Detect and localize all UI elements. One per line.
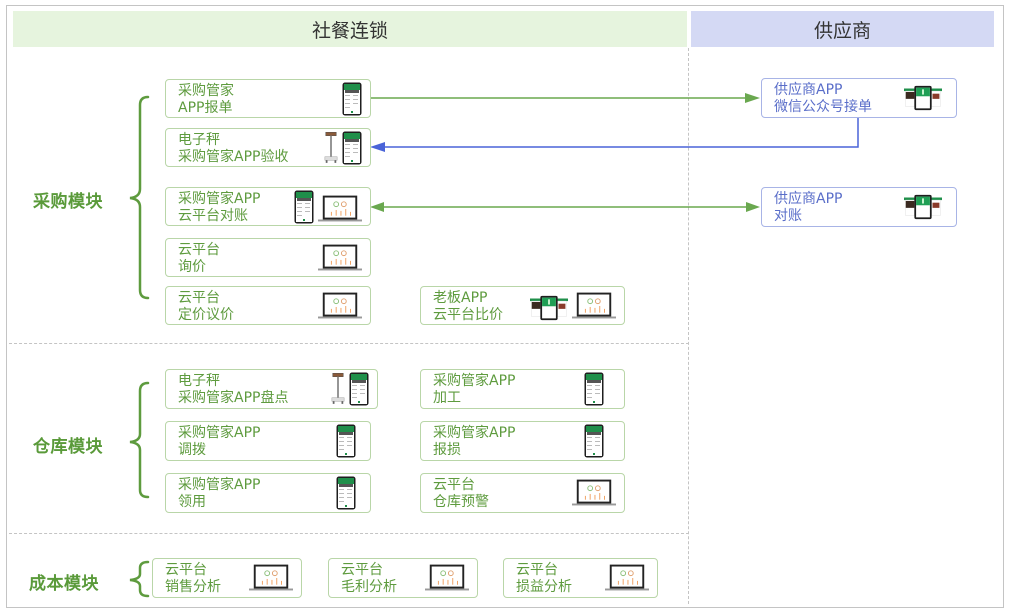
laptop-icon [318, 243, 362, 273]
laptop-icon [605, 563, 649, 593]
section-divider-1 [9, 343, 689, 344]
node-line2: 采购管家APP验收 [178, 149, 289, 165]
header-supplier: 供应商 [691, 11, 994, 47]
module-label-purchase: 采购模块 [33, 192, 103, 212]
scale-icon [331, 372, 345, 406]
node-line1: 云平台 [341, 562, 383, 578]
header-restaurant-chain: 社餐连锁 [13, 11, 687, 47]
module-label-cost: 成本模块 [29, 574, 99, 594]
laptop-icon [425, 563, 469, 593]
node-line1: 采购管家APP [178, 425, 261, 441]
node-line2: 毛利分析 [341, 579, 397, 595]
node-line1: 采购管家 [178, 83, 234, 99]
node-line2: 调拨 [178, 442, 206, 458]
phone-icon [349, 372, 369, 406]
node-cloud-margin-analysis[interactable]: 云平台毛利分析 [328, 558, 478, 598]
node-line1: 云平台 [433, 477, 475, 493]
phone-icon [294, 190, 314, 224]
node-line1: 云平台 [165, 562, 207, 578]
node-line2: 云平台比价 [433, 307, 503, 323]
node-line2: 云平台对账 [178, 208, 248, 224]
node-line2: 损益分析 [516, 579, 572, 595]
node-line1: 采购管家APP [433, 373, 516, 389]
node-line2: 采购管家APP盘点 [178, 390, 289, 406]
node-line2: 领用 [178, 494, 206, 510]
phone-icon [336, 424, 356, 458]
node-scale-inspection[interactable]: 电子秤采购管家APP验收 [165, 128, 371, 167]
node-line1: 供应商APP [774, 82, 843, 98]
phone-icon [342, 131, 362, 165]
node-cloud-stock-alert[interactable]: 云平台仓库预警 [420, 473, 625, 513]
laptop-icon [572, 291, 616, 321]
node-line1: 电子秤 [178, 373, 220, 389]
node-line2: 加工 [433, 390, 461, 406]
node-cloud-pnl-analysis[interactable]: 云平台损益分析 [503, 558, 658, 598]
phone-icon [584, 372, 604, 406]
node-line1: 采购管家APP [433, 425, 516, 441]
arrow-order-to-supplier [370, 93, 760, 103]
node-line2: 仓库预警 [433, 494, 489, 510]
phone-icon [584, 424, 604, 458]
scale-icon [324, 131, 338, 165]
brace-warehouse [129, 381, 150, 499]
laptop-icon [318, 194, 362, 224]
node-scale-stocktake[interactable]: 电子秤采购管家APP盘点 [165, 369, 378, 409]
phone-icon [336, 476, 356, 510]
phone-icon [342, 82, 362, 116]
app-phone-icon [904, 194, 942, 220]
node-line1: 云平台 [178, 242, 220, 258]
laptop-icon [249, 563, 293, 593]
node-cloud-inquiry[interactable]: 云平台询价 [165, 238, 371, 277]
node-line2: 定价议价 [178, 307, 234, 323]
brace-purchase [129, 95, 150, 300]
node-line1: 老板APP [433, 290, 488, 306]
node-cloud-sales-analysis[interactable]: 云平台销售分析 [152, 558, 302, 598]
node-cloud-pricing[interactable]: 云平台定价议价 [165, 286, 371, 325]
node-line2: 销售分析 [165, 579, 221, 595]
brace-cost [129, 560, 150, 598]
node-line1: 云平台 [178, 290, 220, 306]
node-line2: 对账 [774, 208, 802, 224]
module-label-warehouse: 仓库模块 [33, 437, 103, 457]
app-phone-icon [904, 85, 942, 111]
node-line1: 采购管家APP [178, 477, 261, 493]
arrow-reconciliation [370, 202, 760, 212]
laptop-icon [318, 291, 362, 321]
node-line1: 电子秤 [178, 132, 220, 148]
node-line1: 供应商APP [774, 191, 843, 207]
section-divider-2 [9, 533, 689, 534]
node-line1: 云平台 [516, 562, 558, 578]
node-line1: 采购管家APP [178, 191, 261, 207]
node-line2: 报损 [433, 442, 461, 458]
arrow-supplier-to-inspection [370, 118, 859, 152]
node-line2: 微信公众号接单 [774, 99, 872, 115]
node-line2: 询价 [178, 259, 206, 275]
lane-divider [688, 48, 689, 604]
laptop-icon [572, 478, 616, 508]
node-line2: APP报单 [178, 100, 233, 116]
app-phone-icon [530, 295, 568, 321]
diagram-frame [6, 5, 1004, 608]
